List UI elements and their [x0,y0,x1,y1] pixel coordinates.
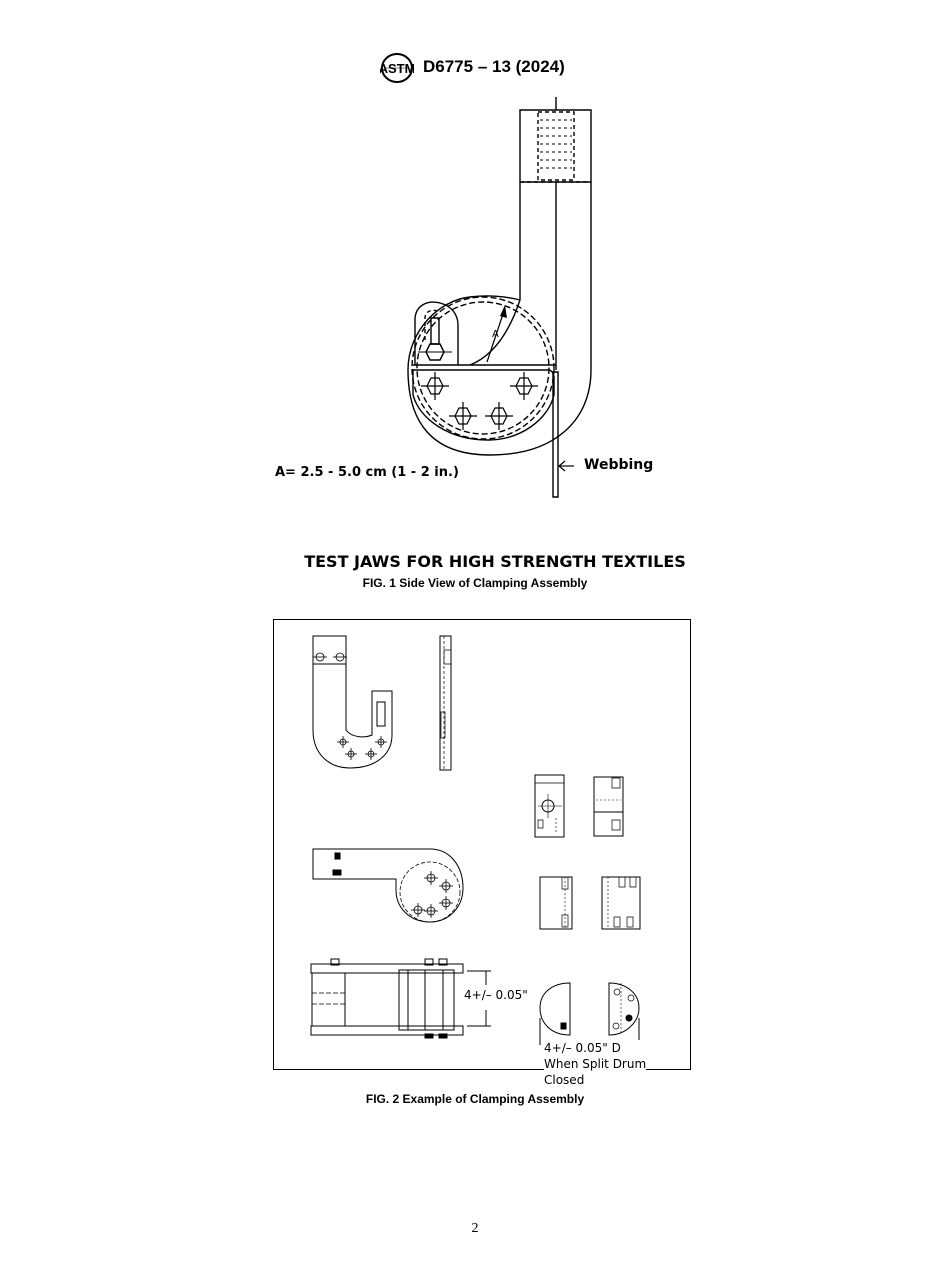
fig1-heading: TEST JAWS FOR HIGH STRENGTH TEXTILES [304,552,686,571]
fig2-clamping-assembly-drawing [273,619,691,1099]
fig2-height-dimension: 4+/– 0.05" [464,988,528,1002]
fig2-diameter-note: 4+/– 0.05" D When Split Drum Closed [544,1040,647,1088]
fig1-webbing-label: Webbing [584,457,654,473]
fig1-dimension-note: A= 2.5 - 5.0 cm (1 - 2 in.) [275,465,459,480]
fig1-clamping-assembly-drawing: A [260,95,690,505]
fig2-diameter-note-line2: When Split Drum [544,1057,647,1071]
fig2-caption: FIG. 2 Example of Clamping Assembly [365,1092,585,1106]
page-number: 2 [471,1221,479,1236]
fig1-arrow-label: A [492,329,499,340]
astm-logo-icon: ASTM [380,52,414,84]
page-header: ASTM D6775 – 13 (2024) [0,52,950,86]
fig2-frame [273,619,691,1070]
fig2-diameter-note-line1: 4+/– 0.05" D [544,1041,621,1055]
fig2-diameter-note-line3: Closed [544,1073,585,1087]
svg-text:ASTM: ASTM [380,61,414,76]
document-designation: D6775 – 13 (2024) [423,57,565,76]
fig1-caption: FIG. 1 Side View of Clamping Assembly [362,576,588,590]
